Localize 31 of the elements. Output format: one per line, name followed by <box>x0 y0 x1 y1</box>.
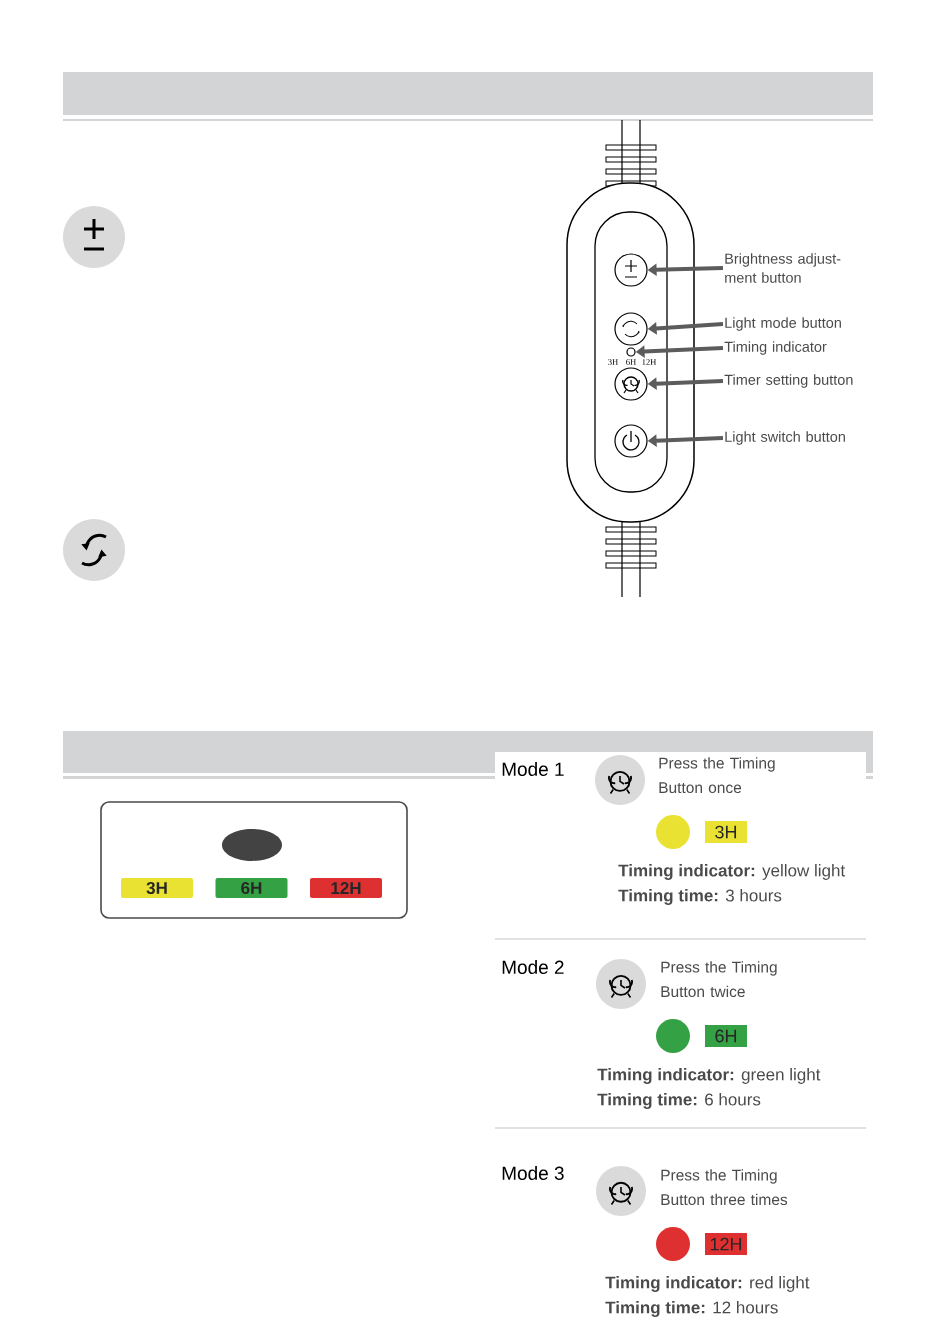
mode-title: Mode 3 <box>502 1166 564 1180</box>
time-tag: 6H <box>705 1025 747 1047</box>
callout-label: Light switch button <box>725 431 845 445</box>
scale-mark: 6H <box>626 359 636 365</box>
indicator-light <box>626 347 636 357</box>
instruction-text: Press the Timing Button twice <box>661 961 777 998</box>
description-text: Timing time: 12 hours <box>605 1301 778 1317</box>
time-tag: 12H <box>310 878 382 898</box>
description-text: Timing indicator: red light <box>605 1276 810 1292</box>
description-text: Timing indicator: green light <box>597 1068 821 1084</box>
scale-mark: 12H <box>642 359 657 365</box>
time-tag: 6H <box>215 878 288 898</box>
description-text: Timing time: 3 hours <box>618 889 782 905</box>
callout-label: Timing indicator <box>724 341 827 355</box>
callout-label: Timer setting button <box>724 374 853 388</box>
instruction-text: Press the Timing Button three times <box>661 1169 788 1206</box>
callout-label: Brightness adjust- ment button <box>725 253 841 283</box>
mode-title: Mode 1 <box>502 762 564 776</box>
brightness-button <box>614 253 648 287</box>
time-tag: 3H <box>705 821 747 843</box>
description-text: Timing indicator: yellow light <box>618 864 846 880</box>
power-button <box>614 424 648 458</box>
instruction-text: Press the Timing Button once <box>659 757 775 794</box>
mode-button <box>614 312 648 346</box>
time-tag: 12H <box>705 1233 747 1255</box>
time-tag: 3H <box>121 878 193 898</box>
timer-button <box>614 367 648 401</box>
mode-title: Mode 2 <box>502 960 564 974</box>
scale-mark: 3H <box>608 359 618 365</box>
callout-label: Light mode button <box>725 317 841 331</box>
description-text: Timing time: 6 hours <box>597 1093 761 1109</box>
